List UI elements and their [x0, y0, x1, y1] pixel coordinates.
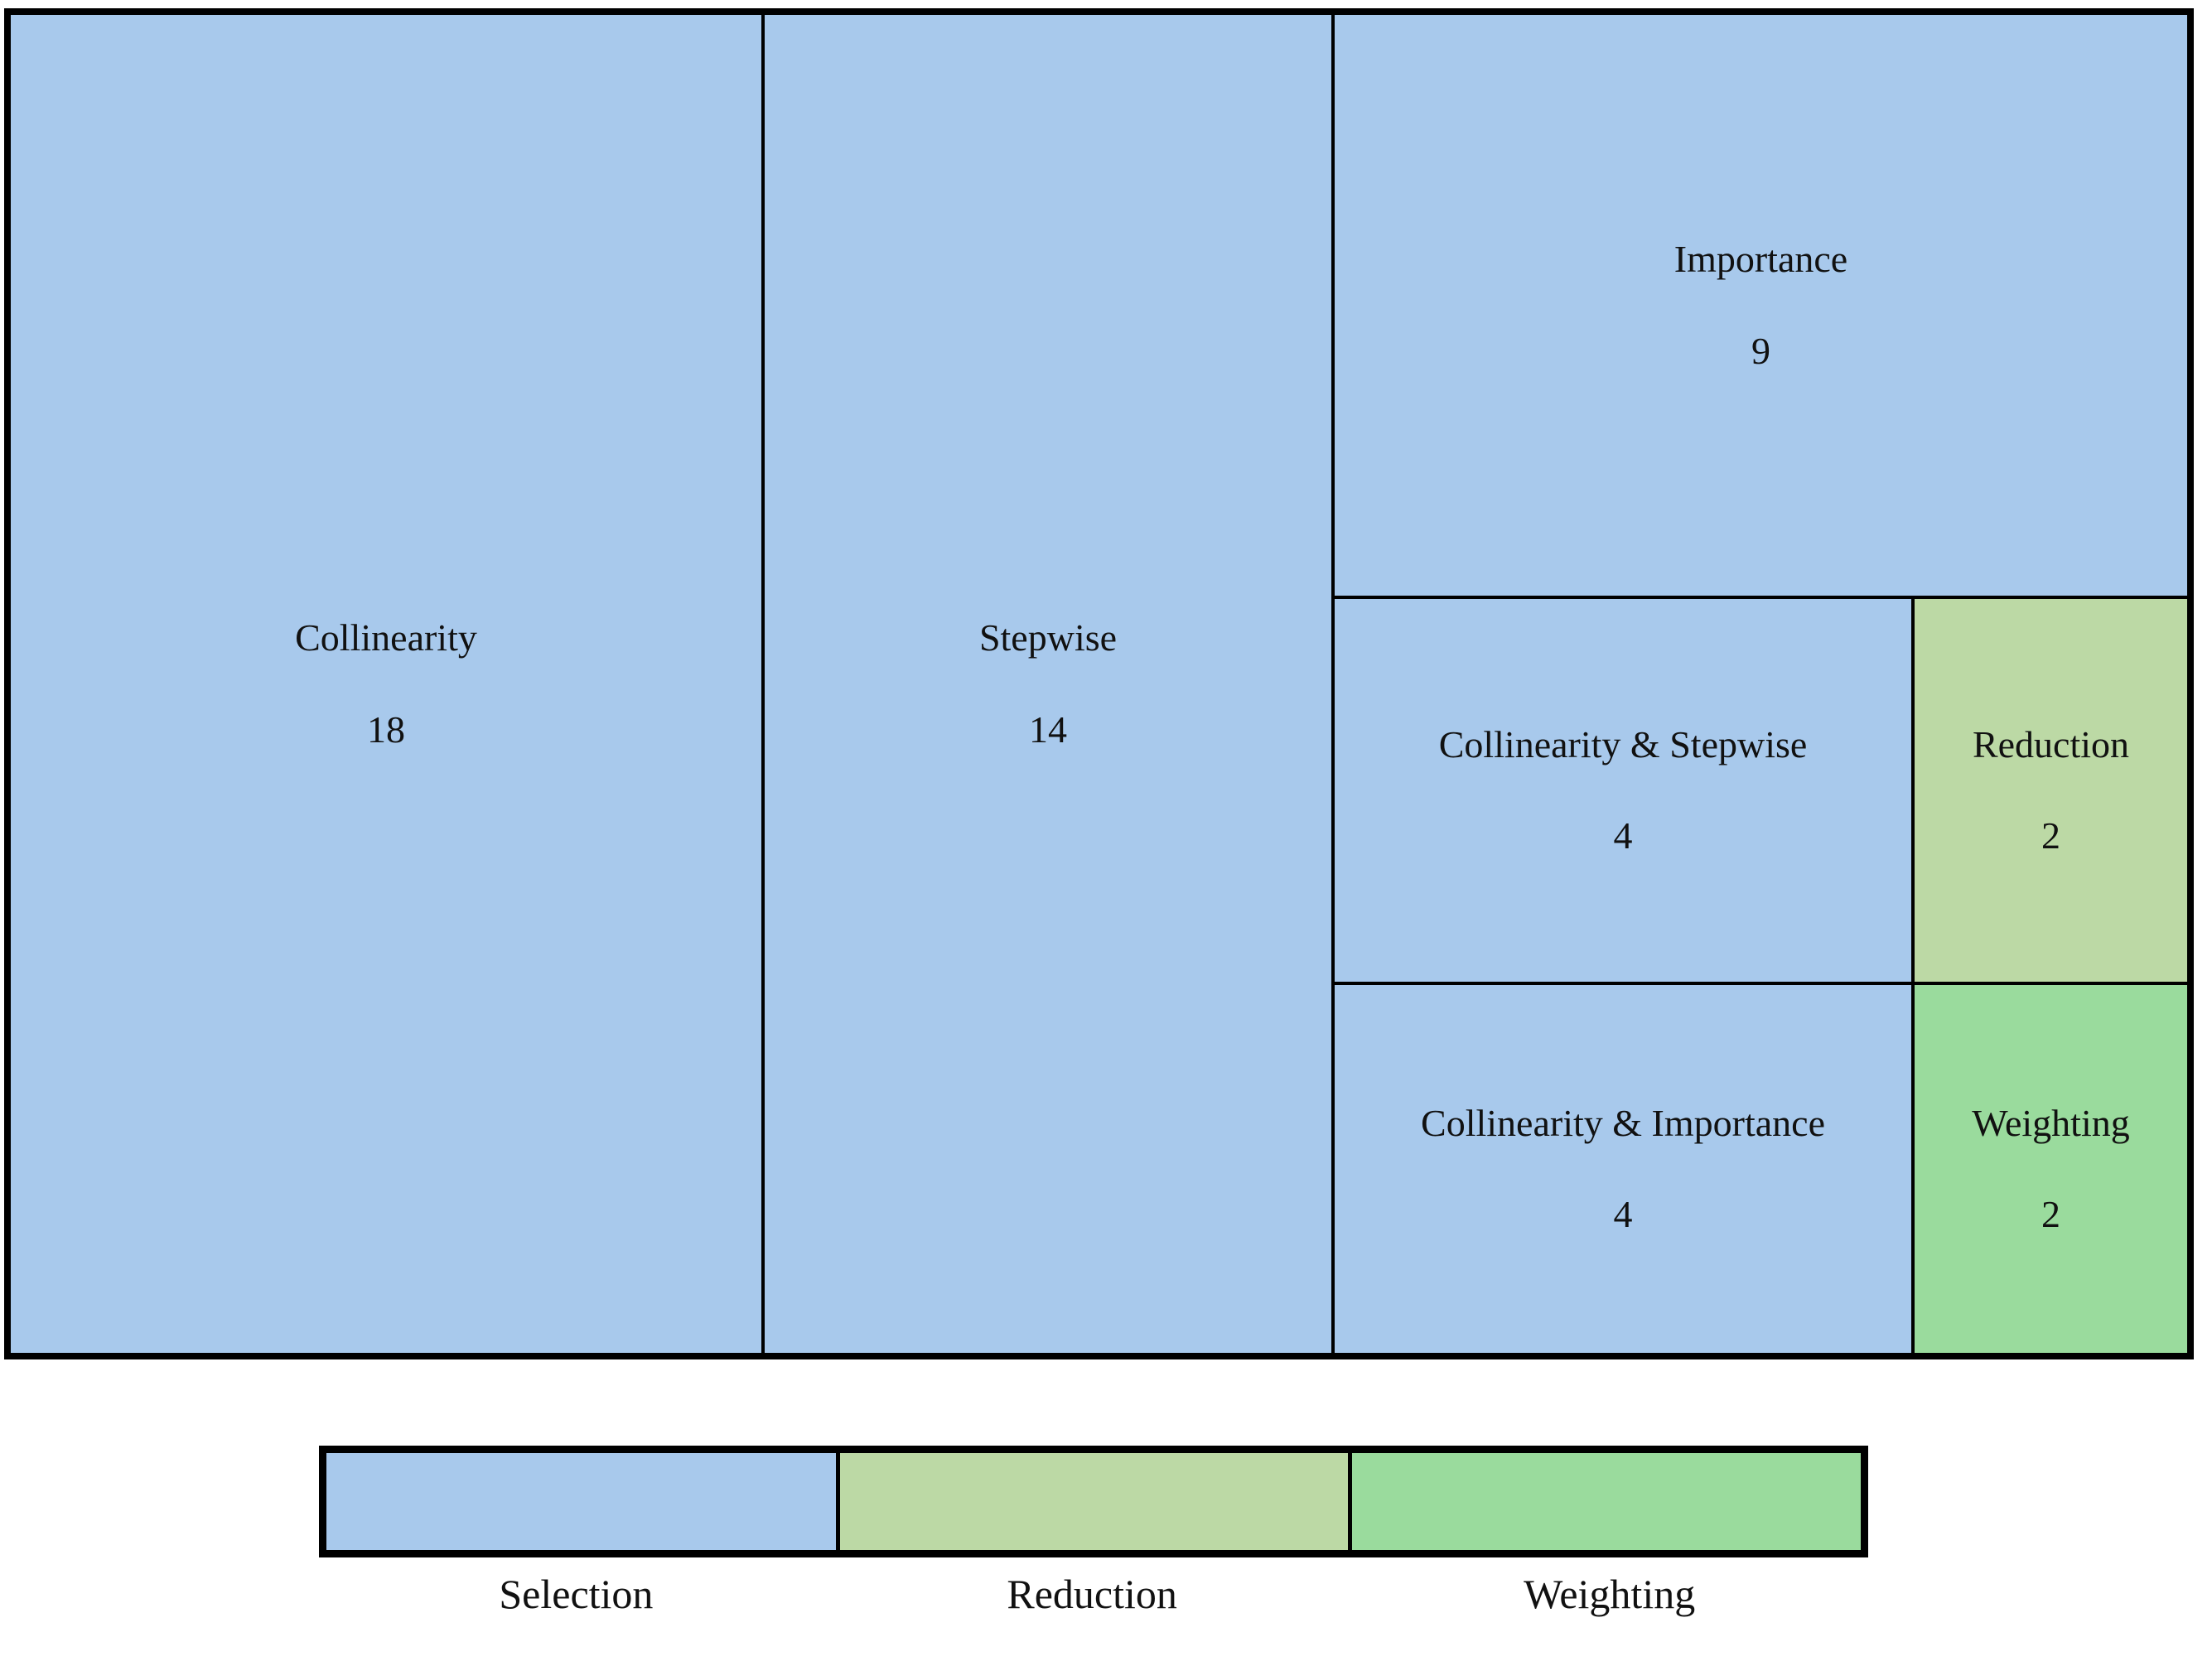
tile-value: 2 [2041, 1193, 2060, 1235]
tile-value: 4 [1613, 814, 1633, 857]
tile-value: 14 [1029, 707, 1067, 751]
tile-label: Collinearity & Stepwise [1438, 722, 1808, 765]
treemap-tile-collinearity-and-stepwise[interactable]: Collinearity & Stepwise 4 [1331, 596, 1915, 985]
tile-value: 18 [367, 707, 405, 751]
treemap-tile-collinearity-and-importance[interactable]: Collinearity & Importance 4 [1331, 982, 1915, 1356]
tile-label: Collinearity [295, 616, 477, 659]
legend-swatch-weighting[interactable] [1348, 1453, 1861, 1550]
tile-value: 4 [1613, 1193, 1633, 1235]
tile-label: Collinearity & Importance [1421, 1101, 1825, 1144]
treemap-tile-importance[interactable]: Importance 9 [1331, 12, 2190, 599]
treemap-plot-area: Collinearity 18 Stepwise 14 Importance 9… [4, 8, 2194, 1359]
tile-value: 9 [1751, 329, 1770, 372]
legend-swatch-reduction[interactable] [835, 1453, 1349, 1550]
treemap-tile-weighting[interactable]: Weighting 2 [1911, 982, 2190, 1356]
tile-value: 2 [2041, 814, 2060, 857]
chart-legend: Selection Reduction Weighting [319, 1446, 1868, 1617]
legend-color-bar [319, 1446, 1868, 1557]
legend-label-reduction: Reduction [1007, 1571, 1177, 1617]
tile-label: Weighting [1972, 1101, 2130, 1144]
tile-label: Stepwise [978, 616, 1118, 659]
legend-label-weighting: Weighting [1524, 1571, 1696, 1617]
tile-label: Importance [1673, 238, 1848, 281]
legend-label-selection: Selection [499, 1571, 654, 1617]
legend-label-row: Selection Reduction Weighting [319, 1570, 1868, 1618]
treemap-tile-stepwise[interactable]: Stepwise 14 [761, 12, 1335, 1356]
treemap-tile-collinearity[interactable]: Collinearity 18 [7, 12, 765, 1356]
legend-swatch-selection[interactable] [326, 1453, 836, 1550]
tile-label: Reduction [1972, 722, 2130, 765]
treemap-tile-reduction[interactable]: Reduction 2 [1911, 596, 2190, 985]
